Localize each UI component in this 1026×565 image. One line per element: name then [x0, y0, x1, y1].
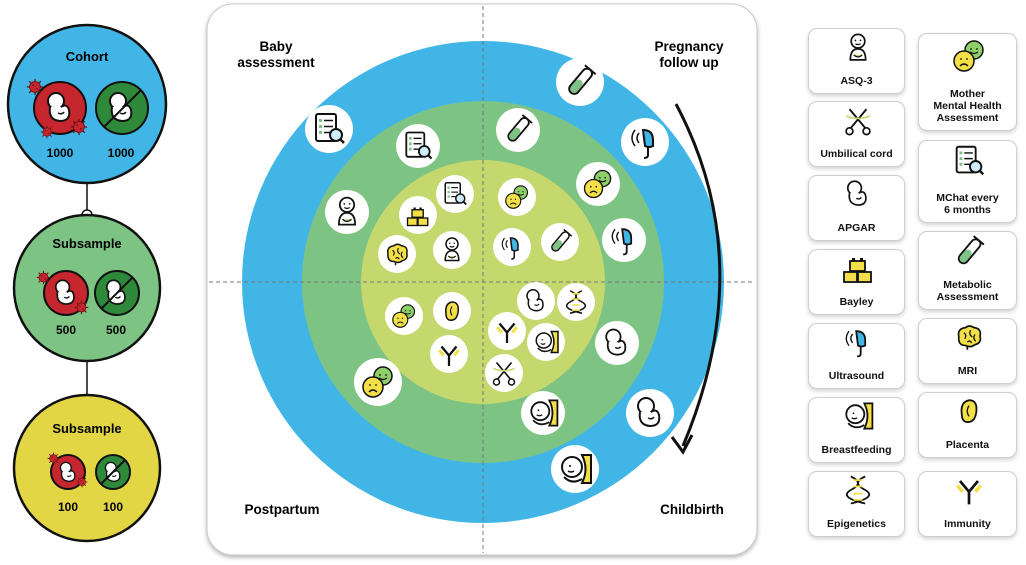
subsample-2-circle: Subsample 100 100	[12, 393, 162, 543]
mchat-timepoint-icon	[436, 175, 474, 213]
cohort-control-count: 1000	[108, 146, 135, 160]
legend-label: Umbilical cord	[820, 148, 893, 160]
breastfeeding-timepoint-icon	[551, 445, 599, 493]
mother-mental-timepoint-icon	[385, 297, 423, 335]
control-group-icon	[95, 454, 131, 490]
timeline-arrow	[674, 103, 722, 447]
legend-item-epigenetics: Epigenetics	[808, 471, 905, 537]
cohort-circle: Cohort 1000 1000	[6, 23, 168, 185]
legend-item-apgar: APGAR	[808, 175, 905, 241]
outer-ring-icons	[305, 58, 674, 493]
ultrasound-timepoint-icon	[602, 218, 646, 262]
legend-item-asq3: ASQ-3	[808, 28, 905, 94]
exposed-group-icon	[47, 452, 88, 490]
middle-ring-icons	[325, 108, 646, 435]
legend-label: ASQ-3	[840, 75, 873, 87]
fetus-icon	[846, 180, 867, 206]
document-icon	[955, 145, 985, 176]
legend-label: Mother Mental Health Assessment	[933, 88, 1002, 124]
legend-label: Immunity	[944, 518, 991, 530]
legend-item-ultrasound: Ultrasound	[808, 323, 905, 389]
legend-label: Bayley	[839, 296, 874, 308]
legend-label: Placenta	[945, 439, 990, 451]
subsample-1-title: Subsample	[52, 236, 121, 251]
breastfeeding-timepoint-icon	[521, 391, 565, 435]
subsample-2-control-count: 100	[103, 500, 123, 514]
metabolic-timepoint-icon	[556, 58, 604, 106]
quadrant-label-postpartum: Postpartum	[244, 502, 319, 517]
placenta-icon	[960, 399, 978, 423]
scissors-icon	[845, 108, 871, 136]
breastfeeding-timepoint-icon	[527, 323, 565, 361]
brain-icon	[957, 325, 982, 351]
bayley-timepoint-icon	[399, 196, 437, 234]
asq3-timepoint-icon	[433, 231, 471, 269]
metabolic-timepoint-icon	[541, 223, 579, 261]
legend-item-bayley: Bayley	[808, 249, 905, 315]
asq3-timepoint-icon	[325, 190, 369, 234]
inner-ring-icons	[378, 175, 595, 392]
subsample-1-exposed-count: 500	[56, 323, 76, 337]
baby-icon	[849, 33, 867, 61]
ultrasound-timepoint-icon	[493, 228, 531, 266]
placenta-timepoint-icon	[433, 292, 471, 330]
quadrant-label-childbirth: Childbirth	[660, 502, 724, 517]
cohort-panel: Cohort 1000 1000 Subsample	[6, 23, 168, 543]
legend-item-mchat: MChat every 6 months	[918, 140, 1017, 223]
immunity-timepoint-icon	[430, 335, 468, 373]
timeline-arrowhead	[670, 434, 694, 455]
exposed-group-icon	[36, 270, 89, 316]
legend-item-breastfeeding: Breastfeeding	[808, 397, 905, 463]
epigenetics-timepoint-icon	[557, 283, 595, 321]
control-group-icon	[95, 81, 149, 135]
umbilical-cord-timepoint-icon	[485, 354, 523, 392]
ultrasound-probe-icon	[845, 330, 867, 358]
mother-mental-timepoint-icon	[354, 358, 402, 406]
legend-item-mri: MRI	[918, 318, 1017, 384]
apgar-timepoint-icon	[595, 321, 639, 365]
breastfeeding-icon	[845, 402, 874, 430]
antibody-icon	[955, 479, 983, 507]
legend-label: MRI	[957, 365, 978, 377]
legend-label: APGAR	[837, 222, 876, 234]
ultrasound-timepoint-icon	[621, 118, 669, 166]
mchat-timepoint-icon	[305, 105, 353, 153]
control-group-icon	[94, 270, 140, 316]
blocks-icon	[843, 257, 872, 283]
subsample-1-control-count: 500	[106, 323, 126, 337]
metabolic-timepoint-icon	[496, 108, 540, 152]
legend-label: MChat every 6 months	[936, 192, 999, 216]
mother-mental-timepoint-icon	[576, 162, 620, 206]
legend-item-immunity: Immunity	[918, 471, 1017, 537]
mchat-timepoint-icon	[396, 124, 440, 168]
apgar-timepoint-icon	[626, 389, 674, 437]
legend-label: Epigenetics	[827, 518, 886, 530]
legend-label: Ultrasound	[828, 370, 885, 382]
legend-item-placenta: Placenta	[918, 392, 1017, 458]
subsample-2-title: Subsample	[52, 421, 121, 436]
legend-label: Metabolic Assessment	[936, 279, 999, 303]
cohort-title: Cohort	[66, 49, 109, 64]
exposed-group-icon	[26, 78, 88, 139]
legend-item-umbilical-cord: Umbilical cord	[808, 101, 905, 167]
legend-item-mother-mental-health: Mother Mental Health Assessment	[918, 33, 1017, 131]
test-tube-icon	[954, 235, 985, 268]
dna-icon	[845, 475, 871, 505]
subsample-1-circle: Subsample 500 500	[12, 213, 162, 363]
mri-timepoint-icon	[378, 235, 416, 273]
legend-label: Breastfeeding	[821, 444, 892, 456]
subsample-2-exposed-count: 100	[58, 500, 78, 514]
faces-icon	[953, 40, 984, 72]
legend-item-metabolic: Metabolic Assessment	[918, 231, 1017, 310]
cohort-exposed-count: 1000	[47, 146, 74, 160]
mother-mental-timepoint-icon	[498, 178, 536, 216]
immunity-timepoint-icon	[488, 312, 526, 350]
apgar-timepoint-icon	[517, 282, 555, 320]
